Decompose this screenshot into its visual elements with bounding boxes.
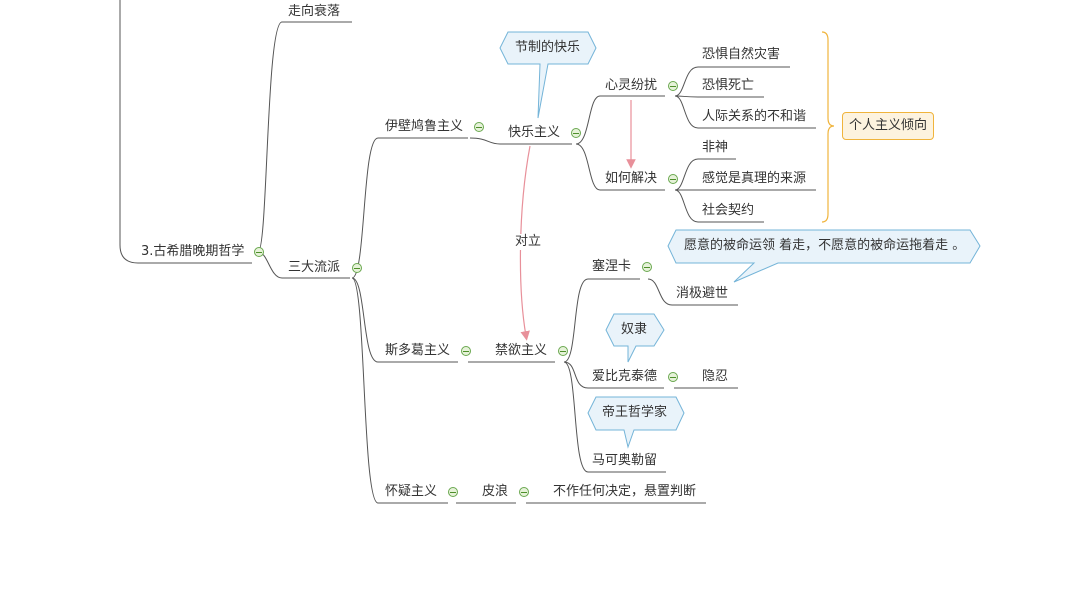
collapse-icon[interactable] [668,372,678,382]
collapse-icon[interactable] [461,346,471,356]
callout-emperor-philosopher: 帝王哲学家 [602,405,668,420]
topic-solution-item[interactable]: 感觉是真理的来源 [702,171,807,186]
topic-fear-item[interactable]: 恐惧死亡 [702,78,755,93]
collapse-icon[interactable] [571,128,581,138]
collapse-icon[interactable] [558,346,568,356]
collapse-icon[interactable] [668,174,678,184]
topic-epictetus[interactable]: 爱比克泰德 [592,369,658,384]
topic-suspend-judgment[interactable]: 不作任何决定，悬置判断 [553,484,697,499]
collapse-icon[interactable] [448,487,458,497]
topic-fear-item[interactable]: 恐惧自然灾害 [702,47,781,62]
topic-epicureanism[interactable]: 伊壁鸠鲁主义 [385,119,464,134]
collapse-icon[interactable] [519,487,529,497]
topic-solution-item[interactable]: 非神 [702,140,729,155]
topic-skepticism[interactable]: 怀疑主义 [385,484,438,499]
topic-pyrrho[interactable]: 皮浪 [482,484,509,499]
topic-asceticism[interactable]: 禁欲主义 [495,343,548,358]
collapse-icon[interactable] [668,81,678,91]
collapse-icon[interactable] [254,247,264,257]
topic-marcus-aurelius[interactable]: 马可奥勒留 [592,453,658,468]
topic-how-to-solve[interactable]: 如何解决 [605,171,658,186]
summary-individualism[interactable]: 个人主义倾向 [842,112,934,140]
topic-hedonism[interactable]: 快乐主义 [508,125,561,140]
relation-label[interactable]: 对立 [515,234,542,250]
topic-decline[interactable]: 走向衰落 [288,4,341,19]
collapse-icon[interactable] [642,262,652,272]
callout-moderate-pleasure: 节制的快乐 [515,40,581,55]
topic-three-schools[interactable]: 三大流派 [288,260,341,275]
callout-fate-quote: 愿意的被命运领 着走，不愿意的被命运拖着走 。 [684,238,966,253]
collapse-icon[interactable] [352,263,362,273]
topic-passive-withdrawal[interactable]: 消极避世 [676,286,729,301]
topic-forbearance[interactable]: 隐忍 [702,369,729,384]
topic-fear-item[interactable]: 人际关系的不和谐 [702,109,807,124]
callout-slave: 奴隶 [621,322,648,337]
topic-stoicism[interactable]: 斯多葛主义 [385,343,451,358]
topic-troubled-mind[interactable]: 心灵纷扰 [605,78,658,93]
topic-seneca[interactable]: 塞涅卡 [592,259,632,274]
topic-solution-item[interactable]: 社会契约 [702,203,755,218]
collapse-icon[interactable] [474,122,484,132]
root-topic[interactable]: 3.古希腊晚期哲学 [141,244,245,259]
